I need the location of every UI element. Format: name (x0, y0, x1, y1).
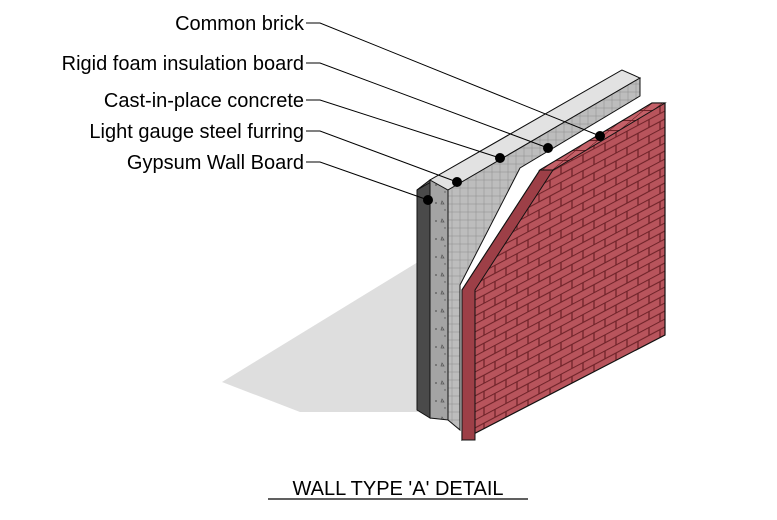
leader-common-brick (306, 22, 601, 137)
cast-in-place-concrete-face (429, 169, 449, 421)
leader-gypsum (306, 161, 429, 201)
leader-rigid-foam (306, 62, 549, 149)
label-steel-furring: Light gauge steel furring (89, 121, 304, 143)
dot-steel-furring (452, 177, 462, 187)
leader-lines (306, 22, 601, 201)
label-common-brick: Common brick (175, 13, 305, 35)
dot-rigid-foam (543, 143, 553, 153)
dot-common-brick (595, 131, 605, 141)
label-gypsum: Gypsum Wall Board (127, 152, 304, 174)
leader-concrete (306, 99, 501, 159)
label-rigid-foam: Rigid foam insulation board (62, 53, 304, 75)
dot-concrete (495, 153, 505, 163)
label-concrete: Cast-in-place concrete (104, 90, 304, 112)
dot-gypsum (423, 195, 433, 205)
gypsum-wall-board-face (416, 178, 431, 419)
common-brick-edge (461, 169, 554, 441)
leader-steel-furring (306, 130, 458, 183)
rigid-foam-insulation-face (447, 77, 641, 432)
ground-shadow (222, 262, 418, 412)
detail-title: WALL TYPE 'A' DETAIL (292, 478, 503, 500)
leader-dots (423, 131, 605, 205)
